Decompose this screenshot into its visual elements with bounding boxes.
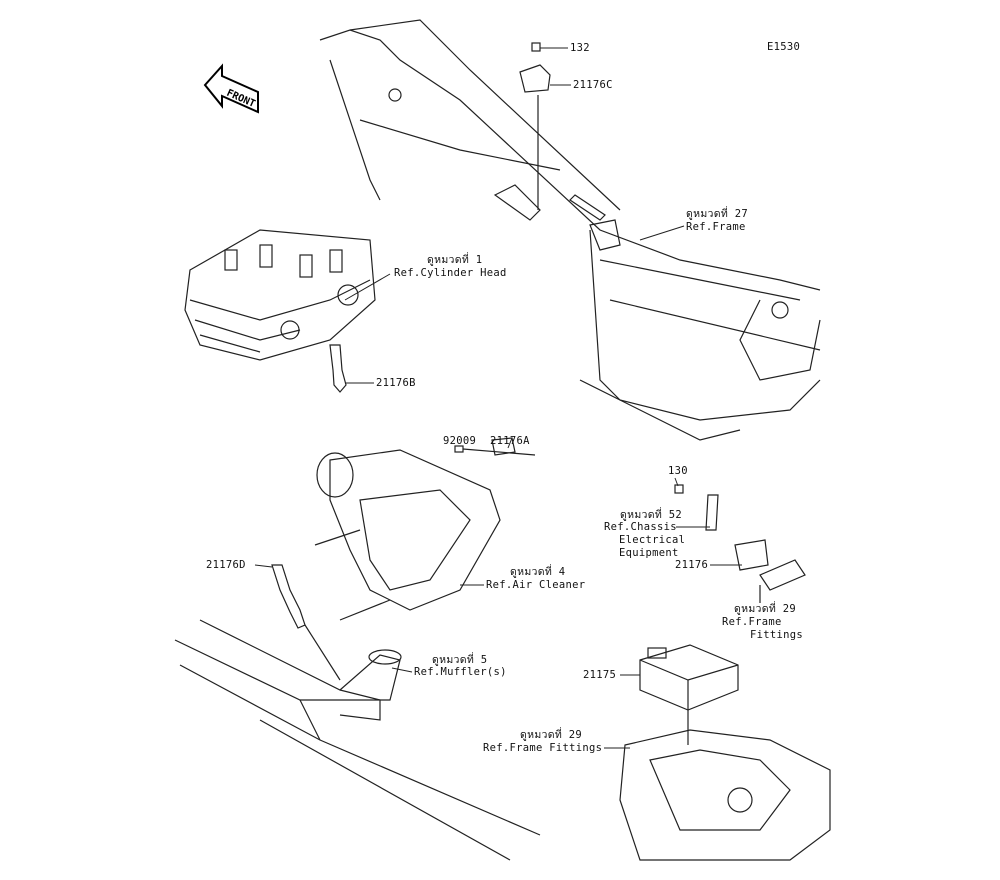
air-cleaner-ref-link[interactable]: Ref.Air Cleaner <box>486 579 586 591</box>
frame-fitting-bracket-drawing <box>759 559 806 591</box>
frame-fittings2-ref-thai: ดูหมวดที่ 29 <box>520 729 582 741</box>
frame-ref-thai: ดูหมวดที่ 27 <box>686 208 748 220</box>
part-label-21176[interactable]: 21176 <box>675 559 709 571</box>
cylinder-head-drawing <box>184 229 376 361</box>
air-cleaner-ref-thai: ดูหมวดที่ 4 <box>510 566 566 578</box>
chassis-ref-line2: Electrical <box>619 534 686 546</box>
sensor-21176C-drawing <box>519 64 551 93</box>
air-cleaner-drawing <box>314 449 501 621</box>
battery-box-drawing <box>619 710 831 861</box>
chassis-ref-thai: ดูหมวดที่ 52 <box>620 509 682 521</box>
sensor-21176A-drawing <box>491 437 516 456</box>
part-label-21176A[interactable]: 21176A <box>490 435 530 447</box>
muffler-drawing <box>174 619 541 861</box>
muffler-ref-thai: ดูหมวดที่ 5 <box>432 654 488 666</box>
muffler-ref-link[interactable]: Ref.Muffler(s) <box>414 666 507 678</box>
frame-drawing <box>319 19 821 441</box>
leader-lines <box>254 47 742 749</box>
frame-fittings-ref-thai: ดูหมวดที่ 29 <box>734 603 796 615</box>
sensor-21176-drawing <box>734 539 769 571</box>
sensor-21176B-drawing <box>329 344 347 393</box>
cylinder-head-ref-link[interactable]: Ref.Cylinder Head <box>394 267 507 279</box>
cylinder-head-ref-thai: ดูหมวดที่ 1 <box>427 254 483 266</box>
frame-fittings-ref-line2: Fittings <box>750 629 803 641</box>
bracket-drawing <box>705 494 719 531</box>
part-label-130[interactable]: 130 <box>668 465 688 477</box>
part-label-21175[interactable]: 21175 <box>583 669 617 681</box>
part-label-21176D[interactable]: 21176D <box>206 559 246 571</box>
diagram-code: E1530 <box>767 41 801 53</box>
frame-fittings-ref-link[interactable]: Ref.Frame <box>722 616 782 628</box>
chassis-ref-link[interactable]: Ref.Chassis <box>604 521 677 533</box>
bolt-132-drawing <box>531 42 541 52</box>
part-label-132[interactable]: 132 <box>570 42 590 54</box>
part-label-21176C[interactable]: 21176C <box>573 79 613 91</box>
bolt-130-drawing <box>674 484 684 494</box>
frame-ref-link[interactable]: Ref.Frame <box>686 221 746 233</box>
front-arrow-icon: FRONT <box>203 63 259 114</box>
ecu-drawing <box>639 644 739 711</box>
part-label-21176B[interactable]: 21176B <box>376 377 416 389</box>
sensor-21176D-drawing <box>271 564 306 629</box>
frame-fittings2-ref-link[interactable]: Ref.Frame Fittings <box>483 742 603 754</box>
chassis-ref-line3: Equipment <box>619 547 679 559</box>
part-label-92009[interactable]: 92009 <box>443 435 477 447</box>
